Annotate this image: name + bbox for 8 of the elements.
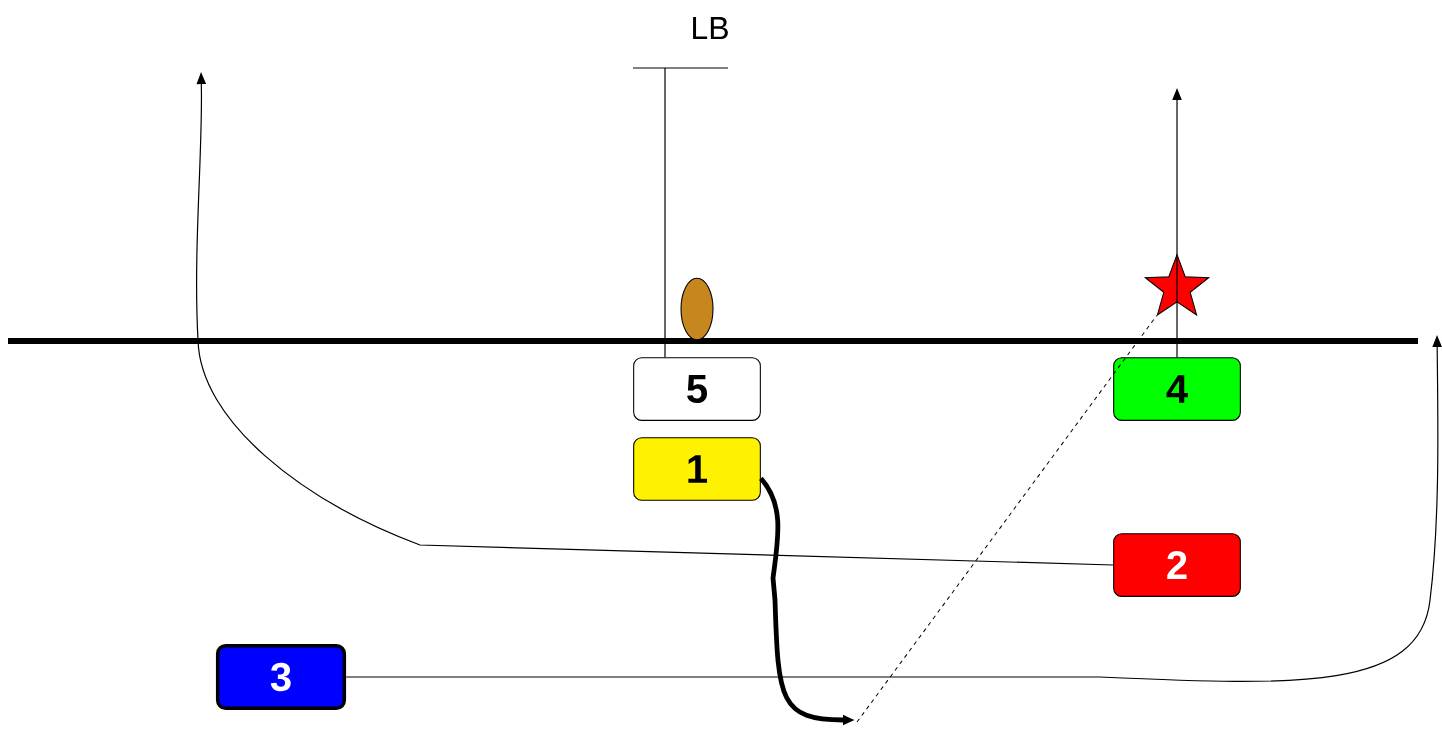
player-box: 3 bbox=[215, 643, 347, 711]
position-label: LB bbox=[693, 17, 728, 39]
pass-line bbox=[856, 315, 1158, 723]
player-box: 1 bbox=[633, 437, 761, 501]
player-box: 2 bbox=[1113, 533, 1241, 597]
player-box: 5 bbox=[633, 357, 761, 421]
pass-line bbox=[632, 67, 729, 358]
player-box: 4 bbox=[1113, 357, 1241, 421]
